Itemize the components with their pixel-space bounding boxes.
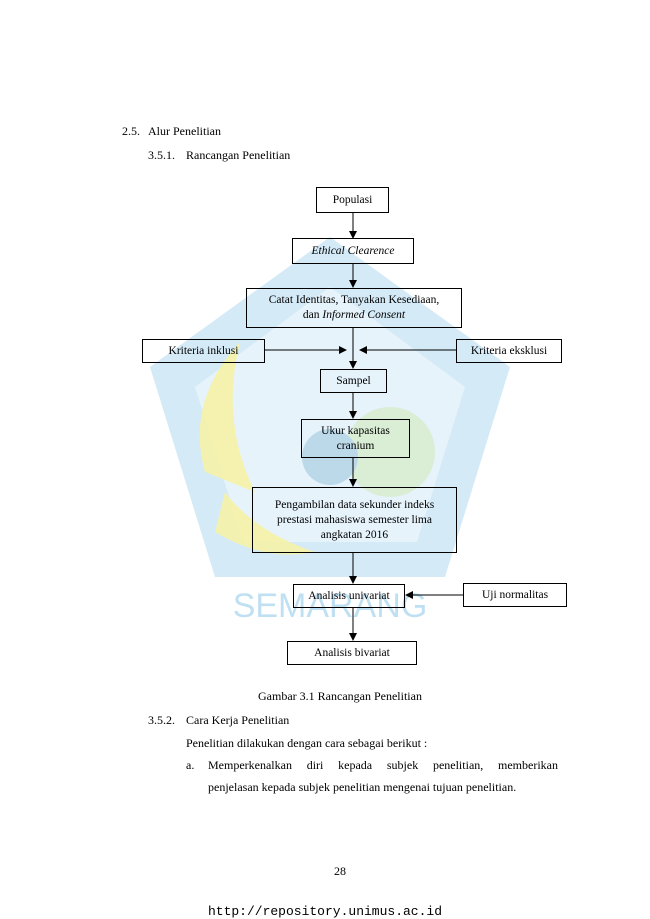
box-catat-line2-pre: dan <box>302 309 323 321</box>
box-analisis-bivariat: Analisis bivariat <box>287 641 417 665</box>
box-populasi: Populasi <box>316 187 389 213</box>
box-catat-identitas: Catat Identitas, Tanyakan Kesediaan, dan… <box>246 288 462 328</box>
subsection-number: 3.5.1. <box>148 148 175 162</box>
box-ukur-kapasitas: Ukur kapasitas cranium <box>301 419 410 458</box>
box-normalitas-label: Uji normalitas <box>481 588 549 601</box>
list-item-a-line2: penjelasan kepada subjek penelitian meng… <box>208 780 517 794</box>
figure-caption: Gambar 3.1 Rancangan Penelitian <box>258 689 422 703</box>
box-ethical-label: Ethical Clearence <box>311 244 395 257</box>
subsection2-title: Cara Kerja Penelitian <box>186 713 290 727</box>
page-number: 28 <box>334 864 346 878</box>
box-pengambilan-line2: prestasi mahasiswa semester lima <box>277 513 432 526</box>
box-catat-line2-italic: Informed Consent <box>322 309 406 321</box>
box-bivariat-label: Analisis bivariat <box>314 646 390 659</box>
list-marker-a: a. <box>186 758 195 772</box>
box-kriteria-inklusi: Kriteria inklusi <box>142 339 265 363</box>
university-logo-watermark: SEMARANG <box>150 237 510 625</box>
section-number: 2.5. <box>122 124 140 138</box>
svg-text:SEMARANG: SEMARANG <box>233 587 428 625</box>
intro-paragraph: Penelitian dilakukan dengan cara sebagai… <box>186 736 428 750</box>
box-analisis-univariat: Analisis univariat <box>293 584 405 608</box>
box-populasi-label: Populasi <box>332 193 373 206</box>
box-uji-normalitas: Uji normalitas <box>463 583 567 607</box>
box-pengambilan-data: Pengambilan data sekunder indeks prestas… <box>252 487 457 553</box>
box-univariat-label: Analisis univariat <box>308 589 390 602</box>
box-ukur-line1: Ukur kapasitas <box>321 424 390 437</box>
box-catat-line2: dan Informed Consent <box>303 308 405 323</box>
box-kriteria-eksklusi: Kriteria eksklusi <box>456 339 562 363</box>
box-eksklusi-label: Kriteria eksklusi <box>470 344 548 357</box>
box-catat-line1: Catat Identitas, Tanyakan Kesediaan, <box>268 294 440 306</box>
box-sampel: Sampel <box>320 369 387 393</box>
box-sampel-label: Sampel <box>336 374 371 387</box>
list-item-a-line1: Memperkenalkan diri kepada subjek peneli… <box>208 758 558 772</box>
section-title: Alur Penelitian <box>148 124 221 138</box>
subsection2-number: 3.5.2. <box>148 713 175 727</box>
box-ethical-clearence: Ethical Clearence <box>292 238 414 264</box>
subsection-title: Rancangan Penelitian <box>186 148 291 162</box>
footer-url: http://repository.unimus.ac.id <box>207 904 443 919</box>
box-pengambilan-line3: angkatan 2016 <box>320 528 389 541</box>
box-pengambilan-line1: Pengambilan data sekunder indeks <box>274 498 435 511</box>
box-inklusi-label: Kriteria inklusi <box>168 344 239 357</box>
box-ukur-line2: cranium <box>336 439 375 452</box>
